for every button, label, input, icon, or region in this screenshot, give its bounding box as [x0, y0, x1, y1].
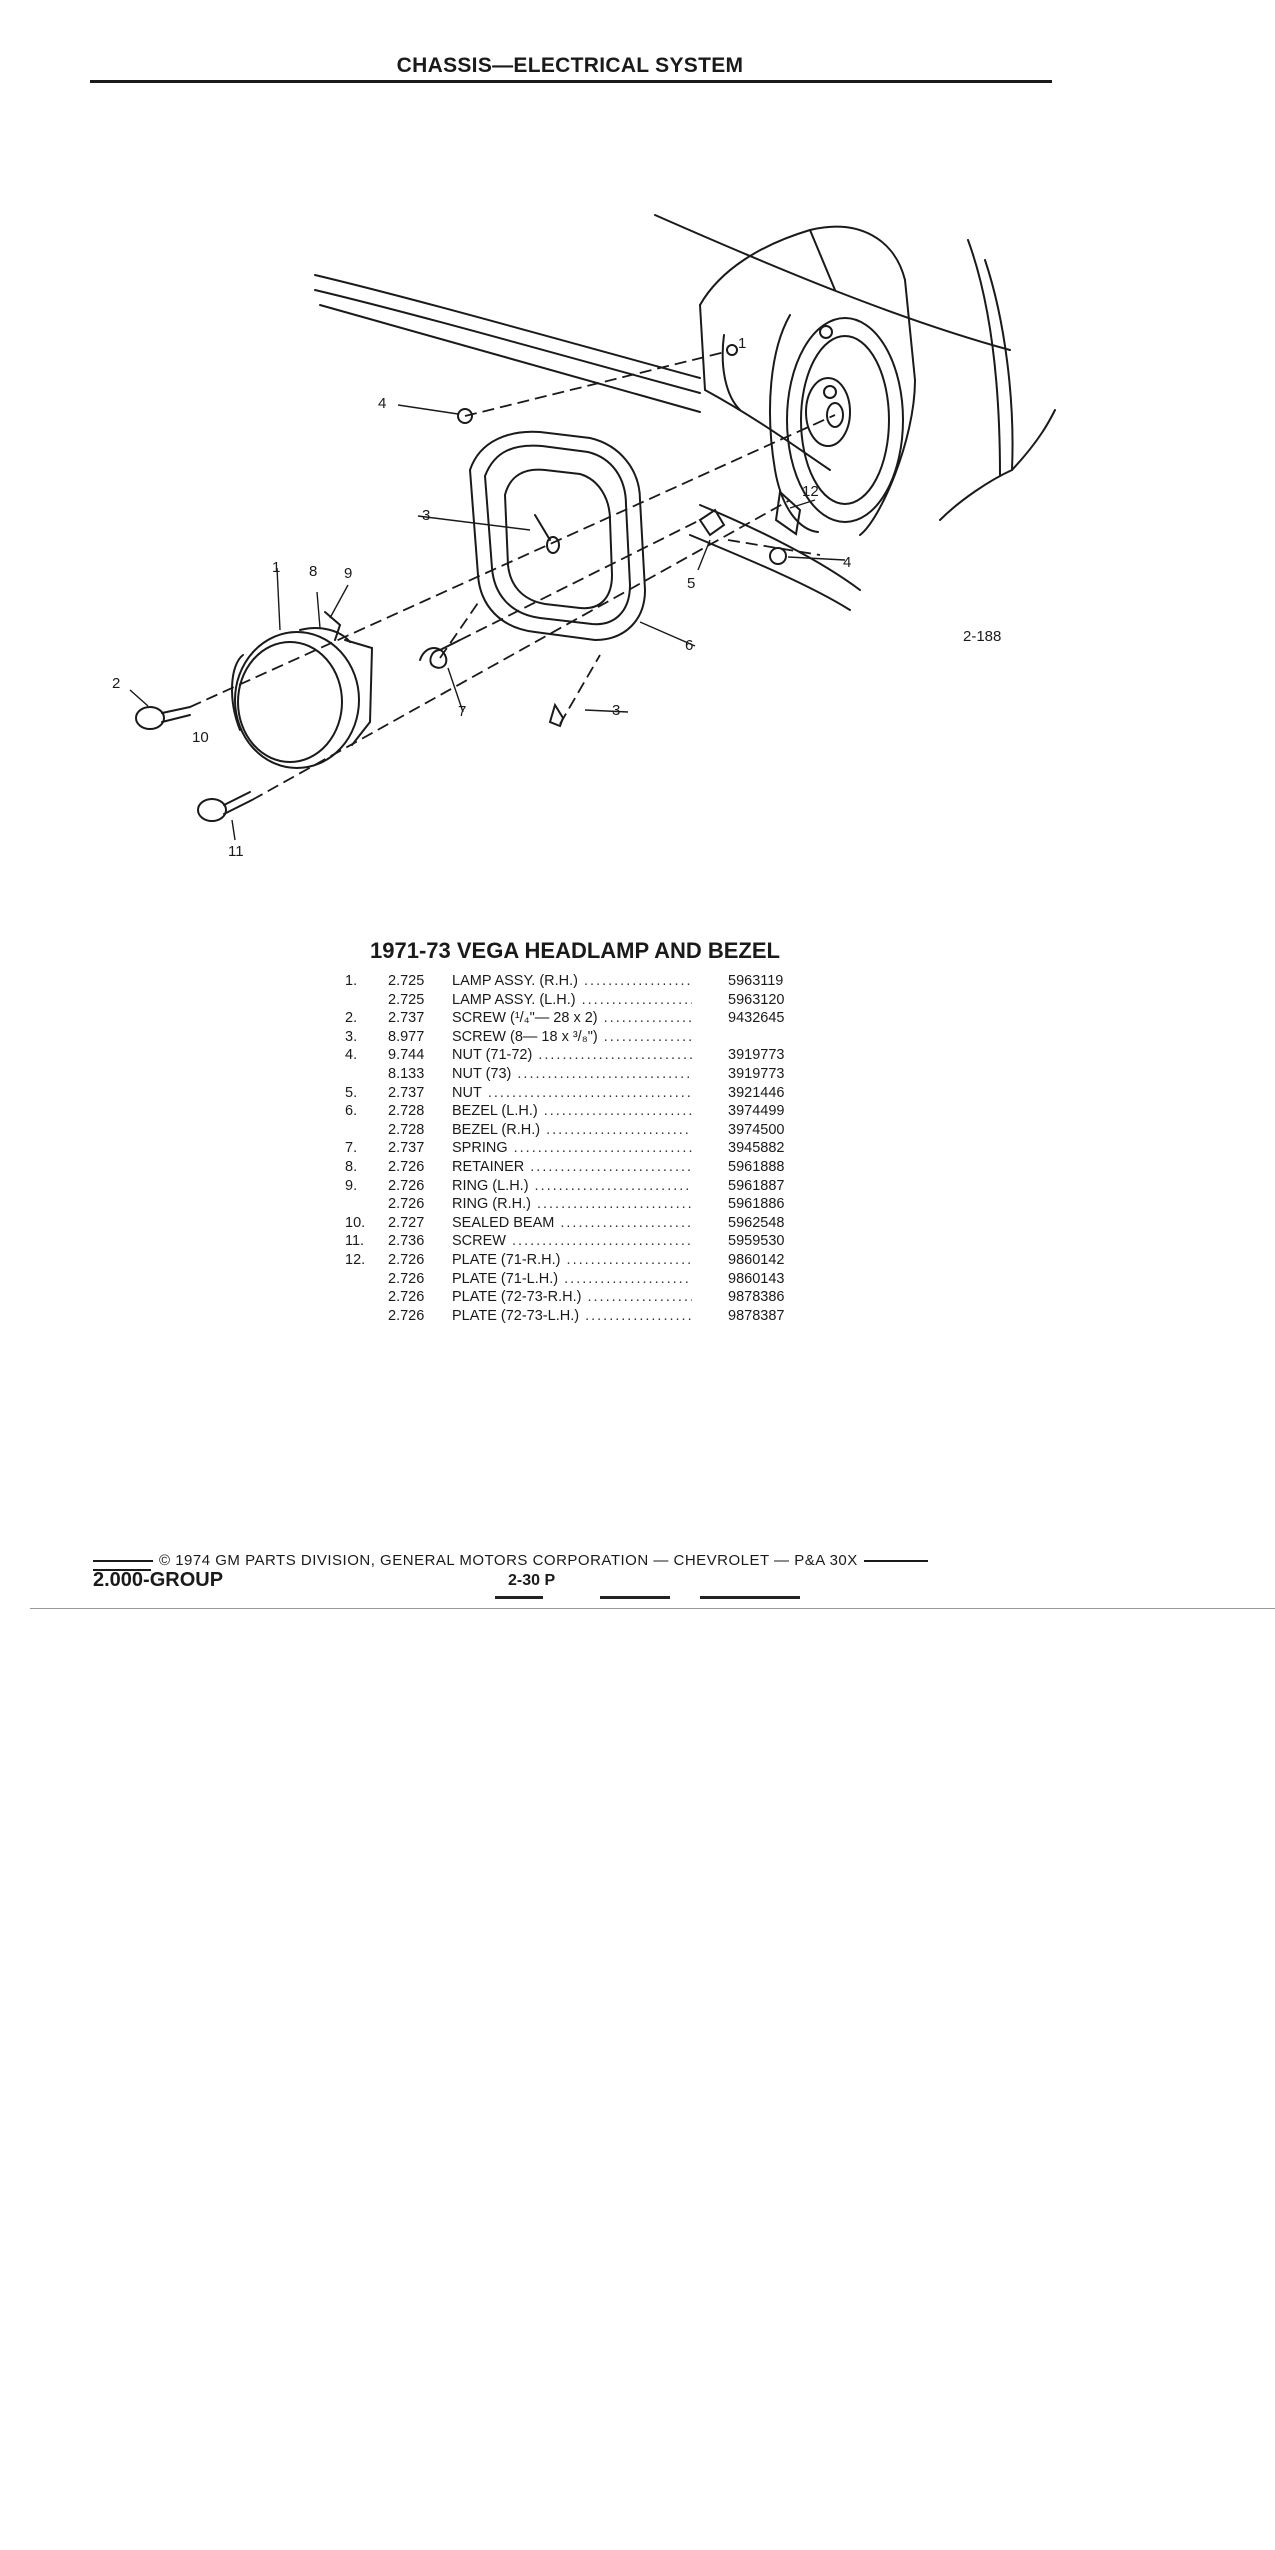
callout-12: 12	[802, 483, 819, 500]
group-number: 2.726	[388, 1177, 425, 1194]
page-header-title: CHASSIS—ELECTRICAL SYSTEM	[396, 54, 744, 77]
group-number: 2.726	[388, 1196, 425, 1213]
callout-10: 10	[192, 729, 209, 746]
page-number: 2-30 P	[508, 1572, 556, 1589]
catalog-title: 1971-73 VEGA HEADLAMP AND BEZEL	[370, 938, 780, 963]
part-number: 3945882	[728, 1140, 785, 1157]
item-number: 7.	[345, 1140, 358, 1157]
group-number: 2.728	[388, 1103, 425, 1120]
callout-3a: 3	[422, 507, 430, 524]
header-rule	[90, 80, 1052, 83]
part-description: RING (L.H.) ............................…	[452, 1177, 692, 1194]
group-number: 2.736	[388, 1233, 425, 1250]
item-number: 3.	[345, 1028, 358, 1045]
part-description: NUT (71-72) ............................…	[452, 1047, 692, 1064]
group-number: 2.725	[388, 991, 425, 1008]
group-number: 2.737	[388, 1084, 425, 1101]
group-number: 8.133	[388, 1065, 425, 1082]
part-description: PLATE (71-R.H.) ........................…	[452, 1251, 692, 1268]
part-number: 3919773	[728, 1065, 785, 1082]
part-description: SCREW (¹/₄"— 28 x 2) ...................…	[452, 1010, 692, 1027]
callout-5: 5	[687, 575, 695, 592]
callout-11: 11	[228, 843, 244, 860]
figure-number: 2-188	[963, 628, 1002, 645]
part-description: LAMP ASSY. (L.H.) ......................…	[452, 991, 692, 1008]
callout-2: 2	[112, 675, 120, 692]
group-number: 2.726	[388, 1251, 425, 1268]
callout-8: 8	[309, 563, 317, 580]
part-description: SPRING .................................…	[452, 1140, 692, 1157]
part-description: SCREW (8— 18 x ³/₈") ...................…	[452, 1028, 692, 1045]
group-number: 2.726	[388, 1270, 425, 1287]
scan-mark	[600, 1596, 670, 1599]
scan-mark	[700, 1596, 800, 1599]
part-number: 5961887	[728, 1177, 785, 1194]
item-number: 4.	[345, 1047, 358, 1064]
part-number: 9878387	[728, 1307, 785, 1324]
item-number: 5.	[345, 1084, 358, 1101]
part-number: 5959530	[728, 1233, 785, 1250]
callout-7: 7	[458, 703, 466, 720]
part-description: SEALED BEAM ............................…	[452, 1214, 692, 1231]
part-number: 5963119	[728, 973, 784, 989]
scan-mark	[495, 1596, 543, 1599]
item-number: 10.	[345, 1214, 366, 1231]
part-description: PLATE (71-L.H.) ........................…	[452, 1270, 692, 1287]
part-number: 9432645	[728, 1010, 785, 1027]
callout-4b: 4	[843, 554, 851, 571]
group-number: 2.727	[388, 1214, 425, 1231]
part-description: RETAINER ...............................…	[452, 1158, 692, 1175]
part-number: 9860142	[728, 1251, 785, 1268]
part-number: 3919773	[728, 1047, 785, 1064]
item-number: 11.	[345, 1233, 365, 1250]
group-number: 2.726	[388, 1158, 425, 1175]
group-number: 2.726	[388, 1289, 425, 1306]
group-number: 2.737	[388, 1010, 425, 1027]
headlamp-exploded-diagram: 4 2 3 3 4 5 6 7 8 9 1 1 10 11 12	[112, 214, 1056, 860]
item-number: 2.	[345, 1010, 358, 1027]
part-description: NUT (73) ...............................…	[452, 1065, 692, 1082]
item-number: 9.	[345, 1177, 358, 1194]
item-number: 6.	[345, 1103, 358, 1120]
callout-1a: 1	[272, 559, 280, 576]
group-number: 2.726	[388, 1307, 425, 1324]
group-number: 2.737	[388, 1140, 425, 1157]
scan-edge-line	[30, 1608, 1275, 1609]
part-number: 5963120	[728, 991, 785, 1008]
group-label: 2.000-GROUP	[93, 1569, 224, 1591]
part-description: PLATE (72-73-R.H.) .....................…	[452, 1289, 692, 1306]
group-number: 2.728	[388, 1121, 425, 1138]
group-number: 2.725	[388, 973, 425, 989]
callout-1b: 1	[738, 335, 746, 352]
group-number: 9.744	[388, 1047, 425, 1064]
part-description: SCREW ..................................…	[452, 1233, 692, 1250]
callout-4a: 4	[378, 395, 386, 412]
part-number: 3921446	[728, 1084, 785, 1101]
part-number: 3974499	[728, 1103, 785, 1120]
item-number: 12.	[345, 1251, 366, 1268]
part-description: BEZEL (L.H.) ...........................…	[452, 1103, 692, 1120]
part-number: 3974500	[728, 1121, 785, 1138]
part-description: RING (R.H.) ............................…	[452, 1196, 692, 1213]
part-description: LAMP ASSY. (R.H.) ......................…	[452, 973, 692, 989]
footer-copyright-line: © 1974 GM PARTS DIVISION, GENERAL MOTORS…	[93, 1552, 1033, 1569]
part-number: 5961886	[728, 1196, 785, 1213]
callout-9: 9	[344, 565, 352, 582]
item-number: 1.	[345, 973, 358, 989]
part-description: BEZEL (R.H.) ...........................…	[452, 1121, 692, 1138]
callout-3b: 3	[612, 702, 620, 719]
part-description: PLATE (72-73-L.H.) .....................…	[452, 1307, 692, 1324]
part-number: 5961888	[728, 1158, 785, 1175]
group-number: 8.977	[388, 1028, 425, 1045]
part-description: NUT ....................................…	[452, 1084, 692, 1101]
part-number: 5962548	[728, 1214, 785, 1231]
part-number: 9860143	[728, 1270, 785, 1287]
item-number: 8.	[345, 1158, 358, 1175]
callout-6: 6	[685, 637, 693, 654]
footer-copyright: © 1974 GM PARTS DIVISION, GENERAL MOTORS…	[159, 1552, 858, 1569]
group-rule	[93, 1569, 151, 1571]
part-number: 9878386	[728, 1289, 785, 1306]
